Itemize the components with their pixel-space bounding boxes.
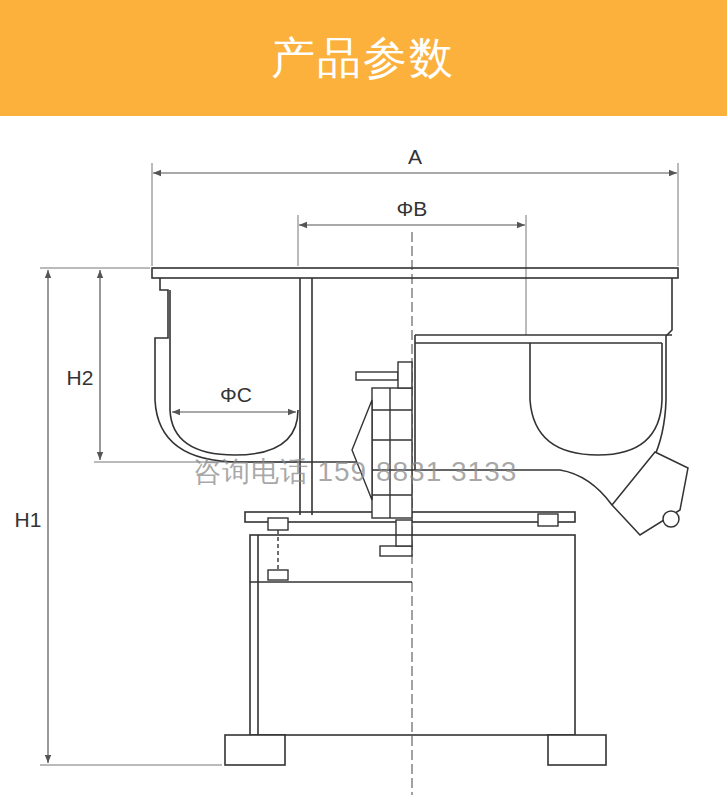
motor-part <box>663 511 679 527</box>
extension-lines <box>40 163 678 765</box>
dimension-lines-part <box>47 270 48 763</box>
page-title: 产品参数 <box>271 34 455 82</box>
cabinet-part <box>250 535 575 735</box>
drive-mechanism-part <box>372 439 412 440</box>
dimension-lines-part <box>153 172 677 173</box>
extension-lines-part <box>40 268 150 269</box>
drive-mechanism-part <box>356 372 398 380</box>
drive-mechanism-part <box>372 388 412 518</box>
extension-lines-part <box>40 765 222 766</box>
drive-mechanism-part <box>389 388 390 518</box>
springs-part <box>538 514 558 526</box>
watermark: 咨询电话 159 8831 3133 <box>193 457 518 488</box>
dimension-lines <box>48 173 677 763</box>
cabinet-part <box>257 535 259 735</box>
cabinet-part <box>225 735 285 765</box>
dimension-lines-part <box>299 224 525 225</box>
extension-lines-part <box>152 163 153 266</box>
extension-lines-part <box>298 215 299 266</box>
dimension-label: A <box>406 145 424 168</box>
cabinet-part <box>548 735 606 765</box>
motor <box>612 452 688 535</box>
drive-mechanism-part <box>372 494 412 495</box>
bowl-part <box>414 335 416 470</box>
extension-lines-part <box>526 215 527 335</box>
bowl-part <box>530 343 662 455</box>
springs-part <box>268 518 288 530</box>
bowl-part <box>415 342 662 344</box>
dimension-label: H1 <box>13 508 44 531</box>
springs-part <box>268 570 288 580</box>
cabinet-part <box>250 581 412 583</box>
bowl-part <box>170 290 298 455</box>
dimension-label: ΦC <box>218 383 254 406</box>
drive-mechanism-part <box>396 520 412 546</box>
springs-part <box>277 530 278 570</box>
bowl <box>152 268 678 522</box>
cabinet <box>225 535 606 765</box>
dimension-label: ΦB <box>395 197 430 220</box>
drive-mechanism-part <box>380 546 412 556</box>
bowl-part <box>152 268 678 278</box>
bowl-part <box>415 334 672 336</box>
motor-part <box>612 452 688 535</box>
dimension-lines-part <box>172 411 296 412</box>
extension-lines-part <box>678 163 679 266</box>
dimension-label: H2 <box>65 366 96 389</box>
springs <box>268 514 558 580</box>
drive-mechanism-part <box>372 409 412 410</box>
dimension-lines-part <box>99 270 100 460</box>
drive-mechanism-part <box>398 362 412 388</box>
